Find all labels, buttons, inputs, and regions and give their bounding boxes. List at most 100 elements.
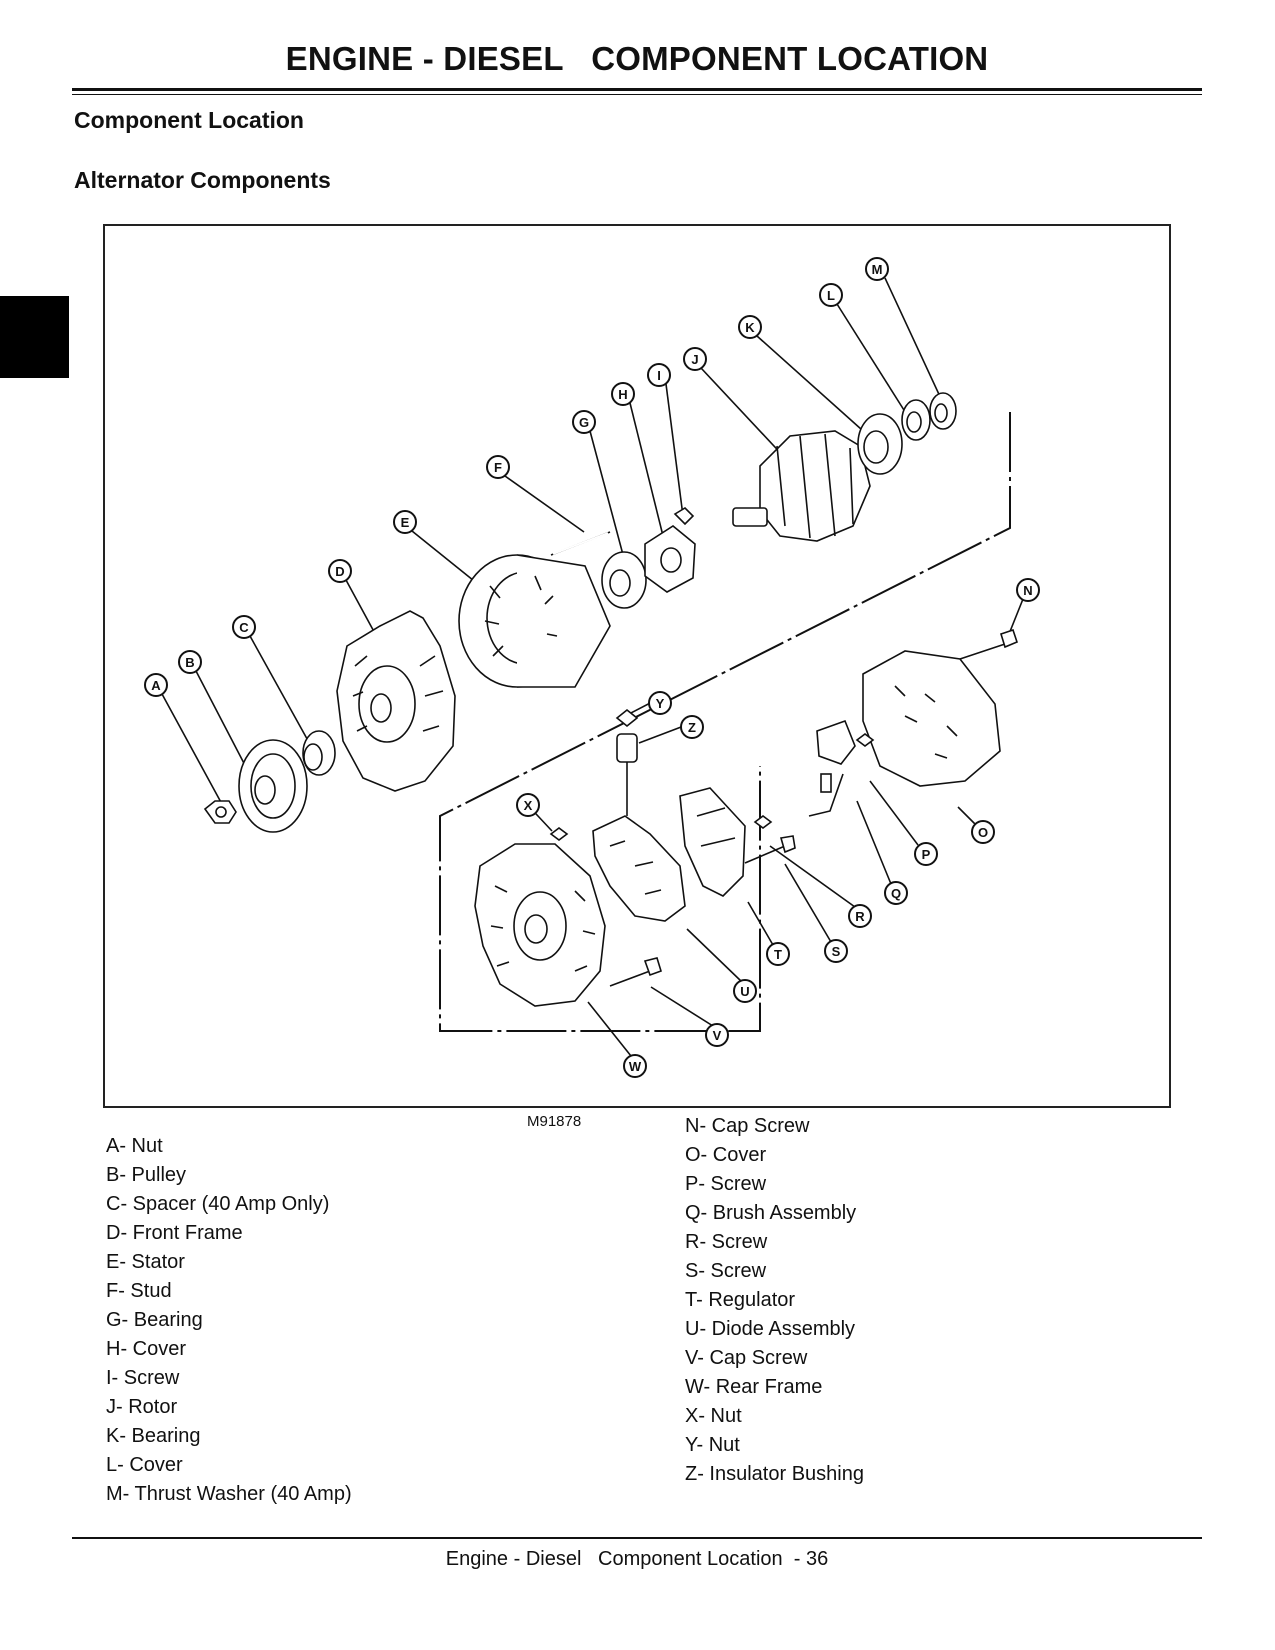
svg-text:X: X [524, 798, 533, 813]
part-r-screw [753, 815, 773, 829]
part-e-stator [458, 554, 611, 688]
part-h-cover [644, 525, 696, 593]
callout-k: K [738, 315, 762, 339]
legend-item: B- Pulley [106, 1164, 187, 1186]
callout-v: V [705, 1023, 729, 1047]
svg-text:D: D [335, 564, 344, 579]
callout-b: B [178, 650, 202, 674]
part-l-cover [901, 399, 931, 441]
part-i-screw [673, 506, 695, 526]
svg-text:B: B [185, 655, 194, 670]
callout-a: A [144, 673, 168, 697]
callout-r: R [848, 904, 872, 928]
svg-text:C: C [239, 620, 249, 635]
part-m-thrust-washer [929, 392, 957, 430]
figure-number: M91878 [527, 1113, 582, 1130]
leader-lines [161, 277, 1024, 1057]
svg-text:O: O [978, 825, 988, 840]
part-q-brush-assembly [808, 719, 856, 817]
svg-text:M: M [872, 262, 883, 277]
callout-m: M [865, 257, 889, 281]
legend-item: K- Bearing [106, 1425, 201, 1447]
legend-item: N- Cap Screw [685, 1115, 810, 1137]
callout-l: L [819, 283, 843, 307]
svg-text:Z: Z [688, 720, 696, 735]
callout-d: D [328, 559, 352, 583]
page-title: ENGINE - DIESEL COMPONENT LOCATION [285, 40, 989, 77]
callout-h: H [611, 382, 635, 406]
legend-item: M- Thrust Washer (40 Amp) [106, 1483, 352, 1505]
legend-item: U- Diode Assembly [685, 1318, 856, 1340]
callout-i: I [647, 363, 671, 387]
svg-text:A: A [151, 678, 161, 693]
part-d-front-frame [336, 610, 456, 792]
svg-text:E: E [401, 515, 410, 530]
svg-text:Y: Y [656, 696, 665, 711]
part-g-bearing [601, 551, 647, 609]
part-t-regulator [679, 787, 746, 897]
legend-item: O- Cover [685, 1144, 767, 1166]
callout-n: N [1016, 578, 1040, 602]
callout-g: G [572, 410, 596, 434]
callout-s: S [824, 939, 848, 963]
callout-w: W [623, 1054, 647, 1078]
callout-q: Q [884, 881, 908, 905]
legend-item: Q- Brush Assembly [685, 1202, 857, 1224]
legend-item: F- Stud [106, 1280, 172, 1302]
legend-item: W- Rear Frame [685, 1376, 823, 1398]
legend-item: R- Screw [685, 1231, 768, 1253]
header-rule-bottom [72, 94, 1202, 95]
callout-c: C [232, 615, 256, 639]
assembly-dashed-outline [439, 412, 1011, 1032]
callout-e: E [393, 510, 417, 534]
legend-item: T- Regulator [685, 1289, 796, 1311]
legend-item: P- Screw [685, 1173, 767, 1195]
part-o-cover [862, 650, 1001, 787]
callout-y: Y [648, 691, 672, 715]
legend-item: E- Stator [106, 1251, 185, 1273]
legend-item: G- Bearing [106, 1309, 203, 1331]
callout-x: X [516, 793, 540, 817]
legend-left-column: A- Nut B- Pulley C- Spacer (40 Amp Only)… [106, 1132, 352, 1509]
legend-item: H- Cover [106, 1338, 187, 1360]
legend-item: C- Spacer (40 Amp Only) [106, 1193, 330, 1215]
callout-p: P [914, 842, 938, 866]
svg-text:U: U [740, 984, 749, 999]
svg-text:H: H [618, 387, 627, 402]
svg-text:P: P [922, 847, 931, 862]
part-u-diode-assembly [592, 815, 686, 922]
part-p-screw [855, 733, 875, 747]
part-v-cap-screw [609, 957, 662, 987]
section-heading-alternator-components: Alternator Components [74, 167, 331, 193]
callout-u: U [733, 979, 757, 1003]
legend-right-column: N- Cap Screw O- Cover P- Screw Q- Brush … [685, 1112, 864, 1489]
part-z-insulator-bushing [616, 733, 638, 816]
svg-text:N: N [1023, 583, 1032, 598]
part-w-rear-frame [474, 843, 606, 1007]
legend-item: Z- Insulator Bushing [685, 1463, 864, 1485]
svg-text:J: J [691, 352, 698, 367]
part-x-nut [549, 827, 569, 841]
part-y-nut [615, 708, 639, 728]
svg-text:F: F [494, 460, 502, 475]
part-n-cap-screw [959, 628, 1018, 660]
alternator-exploded-diagram: A B C D E F G H I J K L M N O P Q R S T … [103, 224, 1171, 1108]
legend-item: X- Nut [685, 1405, 742, 1427]
legend-item: L- Cover [106, 1454, 183, 1476]
page-footer: Engine - Diesel Component Location - 36 [445, 1548, 829, 1570]
svg-text:W: W [629, 1059, 642, 1074]
footer-rule [72, 1537, 1202, 1539]
part-b-pulley [238, 739, 308, 833]
svg-text:I: I [657, 368, 661, 383]
callout-z: Z [680, 715, 704, 739]
section-heading-component-location: Component Location [74, 107, 304, 133]
svg-text:V: V [713, 1028, 722, 1043]
legend-item: J- Rotor [106, 1396, 178, 1418]
legend-item: A- Nut [106, 1135, 163, 1157]
callout-f: F [486, 455, 510, 479]
part-s-screw [744, 835, 796, 864]
alternator-diagram-svg: A B C D E F G H I J K L M N O P Q R S T … [144, 257, 1040, 1078]
part-k-bearing [857, 413, 903, 475]
svg-text:G: G [579, 415, 589, 430]
callout-o: O [971, 820, 995, 844]
